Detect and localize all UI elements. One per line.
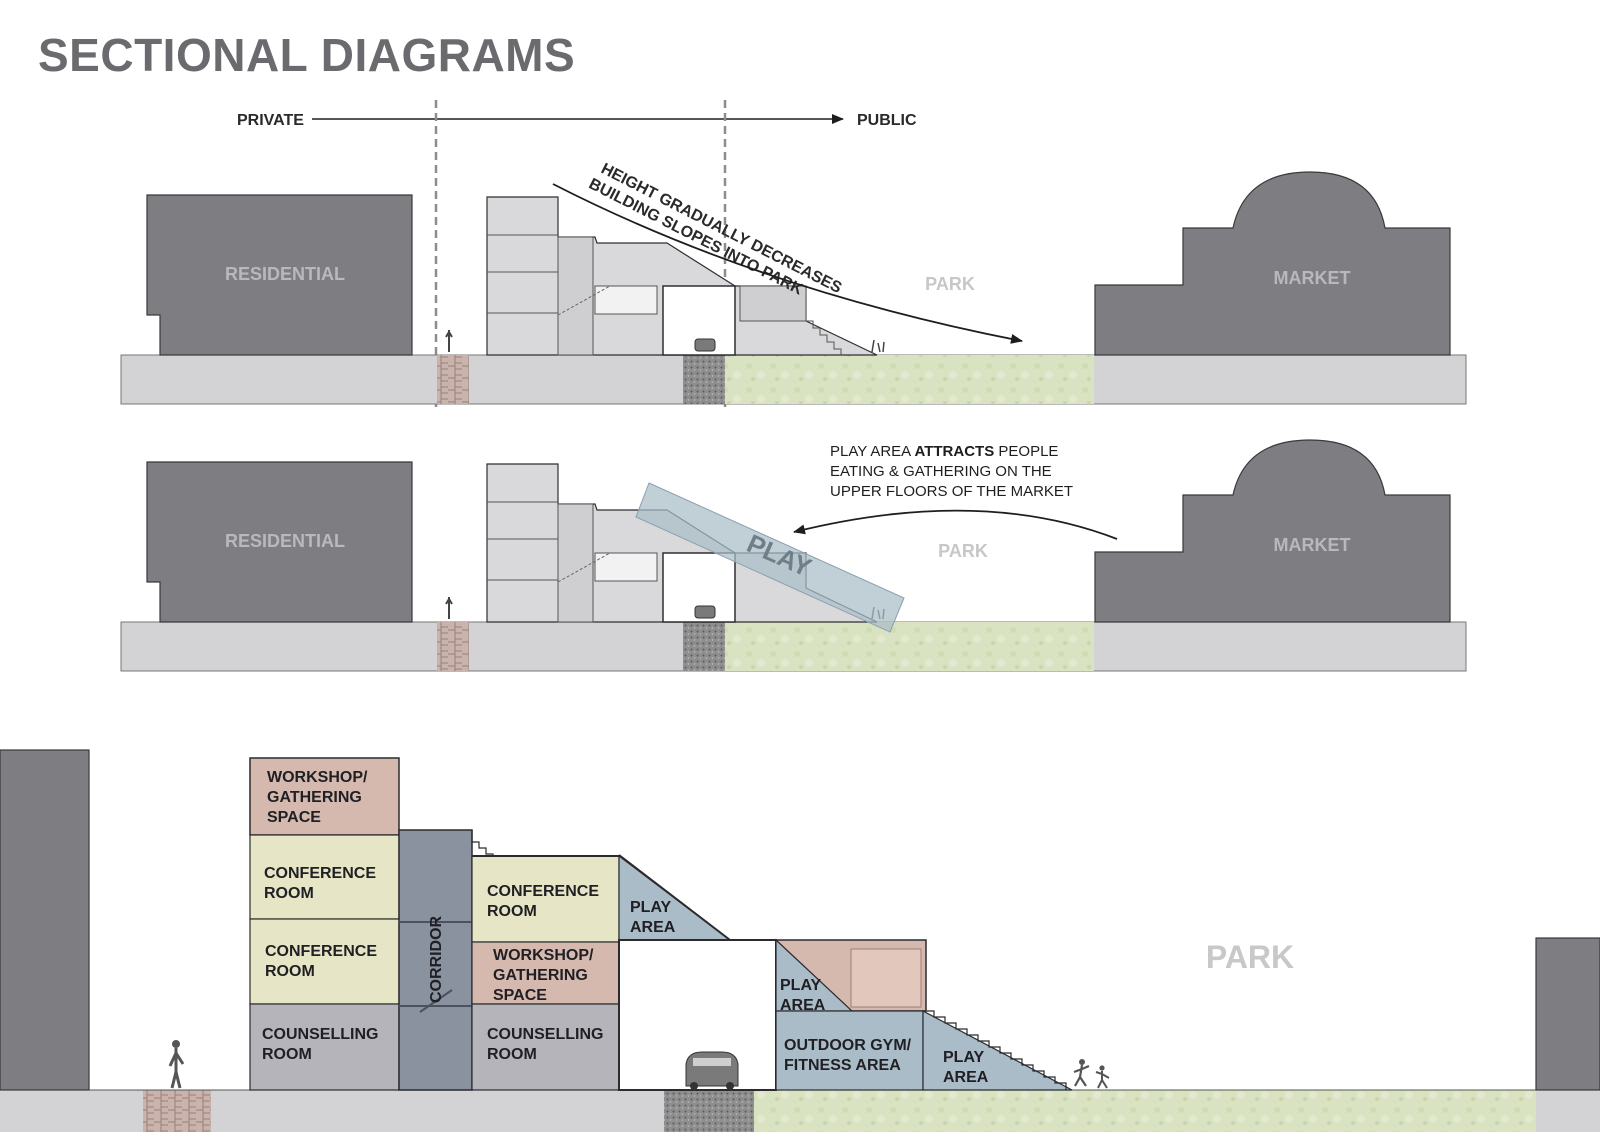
sidewalk-paving (437, 622, 469, 671)
section-3: WORKSHOP/ GATHERING SPACE CONFERENCE ROO… (0, 749, 1600, 1132)
residential-label: RESIDENTIAL (225, 264, 345, 284)
sidewalk-paving (437, 355, 469, 404)
play-3-label: PLAY AREA (943, 1049, 989, 1086)
neighbor-building-right (1535, 937, 1600, 1091)
workshop-gathering-mid (471, 941, 620, 1005)
section-1: RESIDENTIAL MARKET PARK HEIGHT GRADUALLY… (120, 160, 1467, 405)
workshop-top-label: WORKSHOP/ GATHERING SPACE (267, 769, 372, 826)
privacy-axis: PRIVATE PUBLIC (237, 100, 917, 410)
attracts-note: PLAY AREA ATTRACTS PEOPLE EATING & GATHE… (793, 443, 1118, 540)
residential-building (146, 461, 413, 623)
counselling-room-1 (249, 1003, 400, 1091)
conference-2-label: CONFERENCE ROOM (265, 943, 381, 980)
note-line-3: UPPER FLOORS OF THE MARKET (830, 483, 1073, 500)
play-1-label: PLAY AREA (630, 899, 676, 936)
market-label: MARKET (1274, 268, 1351, 288)
corridor-label: CORRIDOR (428, 915, 445, 1003)
market-label: MARKET (1274, 535, 1351, 555)
corridor (398, 829, 473, 1091)
person-icon (168, 1040, 185, 1089)
park-ground (754, 1090, 1536, 1132)
workshop-gathering-top (249, 757, 400, 836)
community-building-s1 (445, 196, 885, 356)
market-building (1094, 439, 1451, 623)
outdoor-gym (775, 1010, 924, 1091)
counselling-2-label: COUNSELLING ROOM (487, 1026, 608, 1063)
page-title: SECTIONAL DIAGRAMS (38, 29, 576, 81)
conference-3-label: CONFERENCE ROOM (487, 883, 603, 920)
park-ground (725, 355, 1094, 404)
children-icon (1073, 1059, 1110, 1089)
car-icon (694, 338, 716, 352)
residential-label: RESIDENTIAL (225, 531, 345, 551)
sidewalk-paving (143, 1090, 211, 1132)
park-label-s2: PARK (938, 541, 988, 561)
workshop-mid-label: WORKSHOP/ GATHERING SPACE (493, 947, 598, 1004)
section-2: RESIDENTIAL MARKET PLAY PARK PLAY AREA A… (120, 439, 1467, 672)
park-ground (725, 622, 1094, 671)
car-icon (694, 605, 716, 619)
park-label-s1: PARK (925, 274, 975, 294)
residential-building (146, 194, 413, 356)
car-icon (685, 1051, 739, 1090)
note-line-1: PLAY AREA ATTRACTS PEOPLE (830, 443, 1058, 460)
person-icon (445, 330, 453, 352)
market-building (1094, 171, 1451, 356)
slope-arrow (552, 183, 1023, 344)
road-surface (664, 1090, 754, 1132)
road-surface (683, 355, 725, 404)
conference-room-3 (471, 855, 620, 943)
road-underpass (618, 939, 777, 1091)
attract-arrow (793, 509, 1118, 540)
children-icon (871, 339, 885, 353)
stairs (923, 1010, 1067, 1090)
person-icon (445, 597, 453, 619)
park-label-s3: PARK (1206, 939, 1294, 975)
play-area-3 (922, 1010, 1073, 1091)
neighbor-building-left (0, 749, 90, 1091)
counselling-room-2 (471, 1003, 620, 1091)
gym-label: OUTDOOR GYM/ FITNESS AREA (784, 1037, 916, 1074)
counselling-1-label: COUNSELLING ROOM (262, 1026, 383, 1063)
play-2-label: PLAY AREA (780, 977, 826, 1014)
public-label: PUBLIC (857, 112, 917, 129)
note-line-2: EATING & GATHERING ON THE (830, 463, 1052, 480)
conference-1-label: CONFERENCE ROOM (264, 865, 380, 902)
road-surface (683, 622, 725, 671)
conference-room-2 (249, 918, 400, 1005)
private-label: PRIVATE (237, 112, 304, 129)
